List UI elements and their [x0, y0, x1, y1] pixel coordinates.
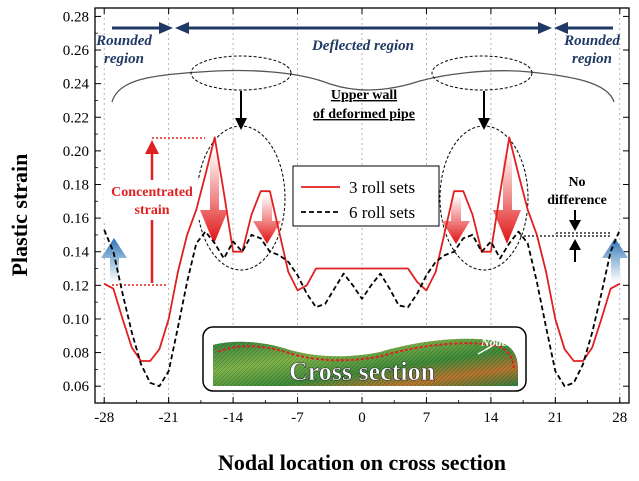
upper-wall-ellipse-left	[190, 55, 292, 91]
y-tick-label: 0.14	[63, 245, 90, 261]
rounded-region-right-label: Rounded	[563, 33, 620, 49]
x-tick-label: -21	[159, 410, 179, 426]
x-tick-label: 0	[358, 410, 366, 426]
deflected-region-label: Deflected region	[311, 38, 414, 54]
rounded-region-left-label: Rounded	[95, 33, 152, 49]
y-tick-label: 0.28	[63, 9, 89, 25]
blue-up-arrows	[101, 238, 628, 282]
y-tick-label: 0.20	[63, 144, 89, 160]
rounded-region-right-label-2: region	[572, 51, 612, 67]
y-tick-label: 0.08	[63, 346, 89, 362]
x-tick-label: -14	[223, 410, 243, 426]
y-tick-label: 0.16	[63, 211, 90, 227]
y-axis-title: Plastic strain	[7, 154, 32, 277]
x-tick-label: 28	[612, 410, 627, 426]
x-tick-label: -7	[291, 410, 304, 426]
pointer-arrows	[235, 91, 490, 130]
upper-wall-label: Upper wall	[331, 88, 397, 103]
cross-section-label: Cross section	[289, 357, 436, 386]
y-tick-label: 0.26	[63, 43, 90, 59]
legend-label-6-roll-sets: 6 roll sets	[349, 203, 415, 222]
x-tick-label: -28	[94, 410, 114, 426]
peak-ellipse-left	[196, 125, 286, 271]
legend-label-3-roll-sets: 3 roll sets	[349, 178, 415, 197]
y-tick-label: 0.12	[63, 278, 89, 294]
concentrated-strain-label: Concentrated	[111, 185, 193, 200]
red-strain-arrows	[200, 150, 521, 244]
upper-wall-label-2: of deformed pipe	[313, 107, 415, 122]
region-arrows	[112, 22, 613, 34]
cross-section-inset	[202, 326, 527, 392]
rounded-region-left-label-2: region	[104, 51, 144, 67]
node-label: Node	[480, 335, 508, 349]
vertical-gridlines	[103, 8, 621, 403]
series-line-3-roll-sets	[103, 136, 621, 362]
no-difference-label-2: difference	[547, 193, 607, 208]
no-difference-label: No	[568, 175, 585, 190]
legend	[292, 165, 440, 227]
x-axis-title: Nodal location on cross section	[218, 450, 506, 475]
y-tick-label: 0.06	[63, 379, 90, 395]
series-layer	[103, 136, 621, 388]
y-tick-label: 0.22	[63, 110, 89, 126]
no-difference-marker	[520, 210, 612, 262]
x-tick-label: 14	[483, 410, 499, 426]
axis-ticks: -28 -21 -14 -7 0 7 14 21 28 0.06 0.08 0.10 0.12 0.14 0…	[63, 7, 630, 426]
upper-wall-ellipse-right	[431, 55, 533, 91]
peak-ellipse-right	[439, 125, 529, 271]
y-tick-label: 0.18	[63, 177, 89, 193]
y-tick-label: 0.10	[63, 312, 89, 328]
concentrated-strain-label-2: strain	[135, 203, 170, 218]
y-tick-label: 0.24	[63, 77, 90, 93]
x-tick-label: 21	[548, 410, 563, 426]
x-tick-label: 7	[423, 410, 431, 426]
series-line-6-roll-sets	[103, 229, 621, 388]
